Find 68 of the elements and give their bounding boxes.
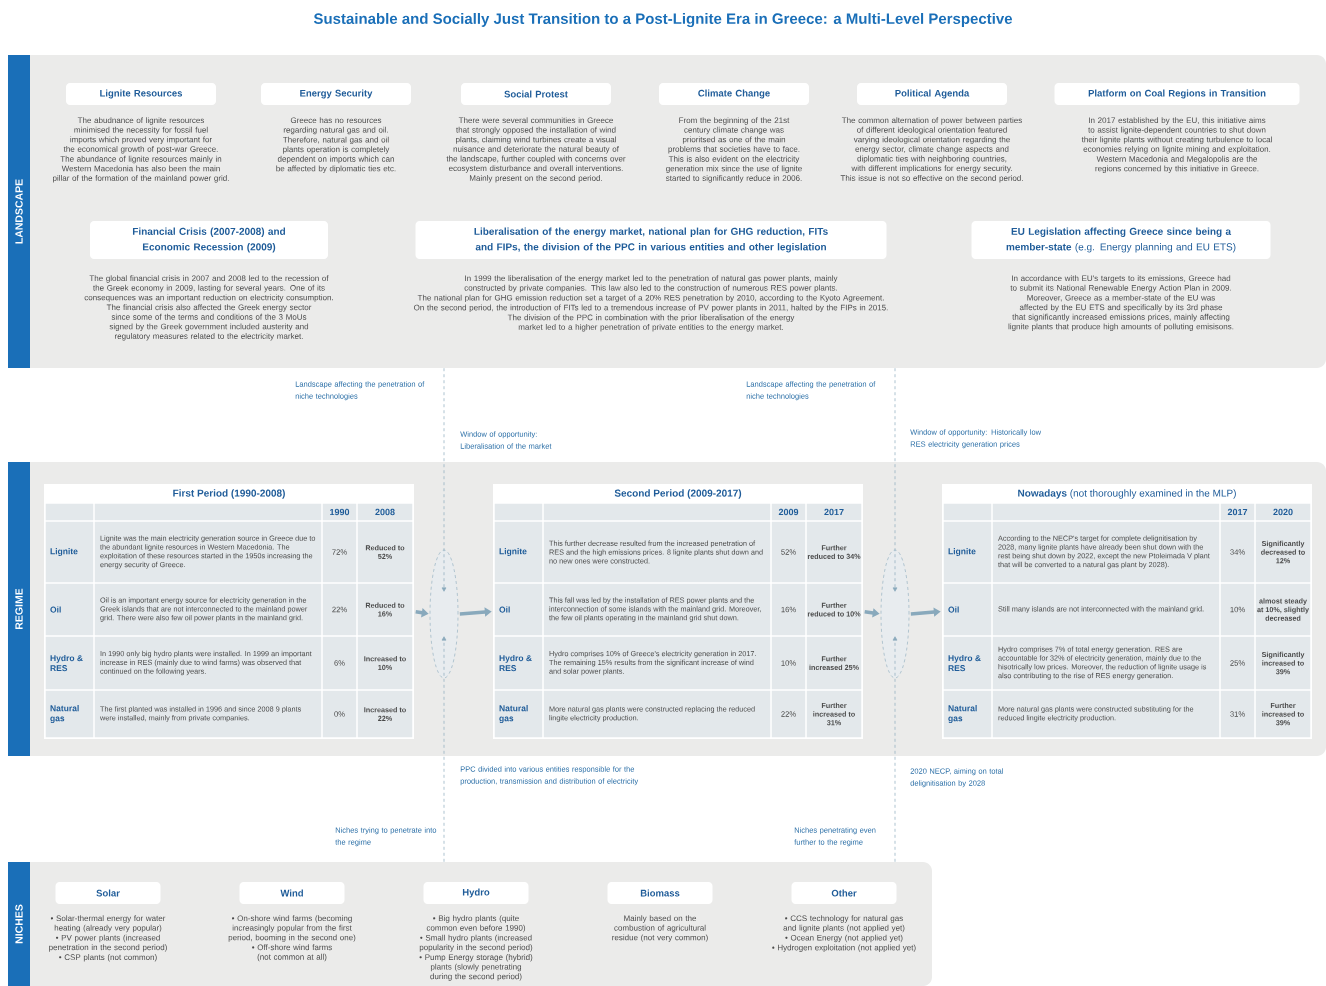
- heading-box: Liberalisation of the energy market, national plan for GHG reduction, FITs and FIPs, the division of the PPC in various entities and other legislation: [415, 221, 887, 259]
- description-text: Mainly present on the second period.: [469, 175, 602, 183]
- dashed-arrow: [441, 367, 447, 592]
- description-text: • Hydrogen exploitation (not applied yet): [772, 944, 916, 952]
- description-text: In 2017 established by the EU, this initiative aims to assist lignite-dependent countries to shut down their lignite plants without creating turbulence to local economies relying on lignite mining and exploitation.: [1081, 117, 1272, 154]
- heading-box: Wind: [239, 882, 345, 904]
- row-header: Natural gas: [943, 690, 992, 738]
- heading-box: Platform on Coal Regions in Transition: [1054, 83, 1300, 105]
- description-text: • Small hydro plants (increased popularity in the second period): [419, 934, 533, 952]
- description-text: The national plan for GHG emission reduction set a target of a 20% RES penetration by 2010, according to the Kyoto Agreement.: [417, 294, 884, 303]
- description-text: This issue is not so effective on the second period.: [840, 175, 1023, 183]
- table-title: Second Period (2009-2017): [614, 489, 742, 499]
- description-text: • CCS technology for natural gas and lignite plants (not applied yet): [783, 915, 905, 933]
- transition-ellipse: [429, 549, 459, 679]
- heading-box: Hydro: [423, 882, 529, 904]
- description-text: The division of the PPC in combination with the prior liberalisation of the energy market led to a higher penetration of private entities to the energy market.: [507, 314, 795, 332]
- description-text: There were several communities in Greece that strongly opposed the installation of wind plants, claiming wind turbines create a visual nuisance and deteriorate the natural beauty of the landscape, further coupled with concerns over ecosystem disturbance and overall interventions.: [446, 117, 626, 173]
- layer-label: NICHES: [8, 862, 30, 986]
- description-text: In 1999 the liberalisation of the energy market led to the penetration of natural gas power plants, mainly constructed by private companies. This law also led to the construction of numerous RES power plants.: [464, 275, 838, 293]
- heading-box: EU Legislation affecting Greece since being a member-state (e.g. Energy planning and EU ETS): [971, 221, 1271, 259]
- description-text: On the second period, the introduction of FITs led to a tremendous increase of PV power plants in 2011, halted by the FIPs in 2015.: [414, 304, 888, 312]
- description-text: Greece has no resources regarding natural gas and oil.: [283, 117, 388, 135]
- heading-box: Climate Change: [659, 83, 809, 105]
- dashed-arrow: [441, 636, 447, 863]
- description-text: The abudnance of lignite resources minimised the necessity for fossil fuel imports which proved very important for the economical growth of post-war Greece.: [63, 117, 218, 154]
- heading-box: Political Agenda: [857, 83, 1007, 105]
- description-text: • Ocean Energy (not applied yet): [785, 934, 903, 943]
- description-text: • PV power plants (increased penetration in the second period): [49, 934, 167, 952]
- row-header: Oil: [45, 583, 94, 636]
- row-header: Hydro & RES: [494, 636, 543, 690]
- table-title: First Period (1990-2008): [173, 489, 285, 499]
- row-header: Hydro & RES: [45, 636, 94, 690]
- description-text: Therefore, natural gas and oil plants operation is completely dependent on imports which can be affected by diplomatic ties etc.: [276, 136, 396, 173]
- row-header: Oil: [494, 583, 543, 636]
- description-text: In accordance with EU's targets to its emissions, Greece had to submit its National Renewable Energy Action Plan in 2009.: [1010, 275, 1231, 293]
- description-text: The abundance of lignite resources mainly in Western Macedonia has also been the main pillar of the formation of the mainland power grid.: [53, 155, 229, 183]
- description-text: The common alternation of power between parties of different ideological orientation featured varying ideological orientation regarding the energy sector, climate change aspects and diplomatic ties with neighboring countries, with different implications for energy security.: [841, 117, 1022, 173]
- description-text: Western Macedonia and Megalopolis are the regions concerned by this initiative in Greece.: [1095, 155, 1259, 173]
- row-header: Natural gas: [45, 690, 94, 738]
- description-text: The global financial crisis in 2007 and 2008 led to the recession of the Greek economy in 2009, lasting for several years. One of its consequences was an important reduction on electricity consumption.: [84, 275, 333, 302]
- description-text: The financial crisis also affected the Greek energy sector since some of the terms and conditions of the 3 MoUs signed by the Greek government included austerity and regulatory measures related to the electricity market.: [106, 304, 312, 341]
- description-text: This is also evident on the electricity generation mix since the use of lignite started to significantly reduce in 2006.: [665, 155, 802, 183]
- heading-box: Biomass: [607, 882, 713, 904]
- heading-box: Other: [791, 882, 897, 904]
- description-text: • Big hydro plants (quite common even before 1990): [426, 915, 526, 933]
- description-text: • On-shore wind farms (becoming increasingly popular from the first period, booming in the second one): [228, 915, 356, 942]
- description-text: Moreover, Greece as a member-state of the EU was affected by the EU ETS and specifically by its 3rd phase that significantly increased emissions prices, mainly affecting lignite plants that produce high amounts of polluting emisisons.: [1008, 294, 1234, 331]
- layer-label: LANDSCAPE: [8, 55, 30, 368]
- description-text: Mainly based on the combustion of agricultural residue (not very common): [612, 915, 708, 942]
- transition-ellipse: [880, 549, 910, 679]
- layer-label: REGIME: [8, 462, 30, 756]
- heading-box: Financial Crisis (2007-2008) and Economic Recession (2009): [90, 221, 328, 259]
- description-text: From the beginning of the 21st century climate change was prioritsed as one of the main problems that societies have to face.: [668, 117, 800, 154]
- row-header: Oil: [943, 583, 992, 636]
- dashed-arrow: [892, 367, 898, 592]
- description-text: • Off-shore wind farms (not common at all): [252, 944, 332, 962]
- heading-box: Solar: [55, 882, 161, 904]
- dashed-arrow: [892, 636, 898, 863]
- heading-box: Lignite Resources: [66, 83, 216, 105]
- diagram-title: Sustainable and Socially Just Transition to a Post-Lignite Era in Greece: a Multi-Level Perspective: [313, 13, 1013, 28]
- description-text: • Pump Energy storage (hybrid) plants (slowly penetrating during the second period): [419, 954, 533, 981]
- description-text: • Solar-thermal energy for water heating (already very popular): [50, 915, 166, 933]
- row-header: Hydro & RES: [943, 636, 992, 690]
- description-text: • CSP plants (not common): [59, 954, 157, 962]
- table-title: Nowadays (not thoroughly examined in the MLP): [1018, 489, 1236, 499]
- row-header: Natural gas: [494, 690, 543, 738]
- heading-box: Energy Security: [261, 83, 411, 105]
- heading-box: Social Protest: [461, 83, 611, 105]
